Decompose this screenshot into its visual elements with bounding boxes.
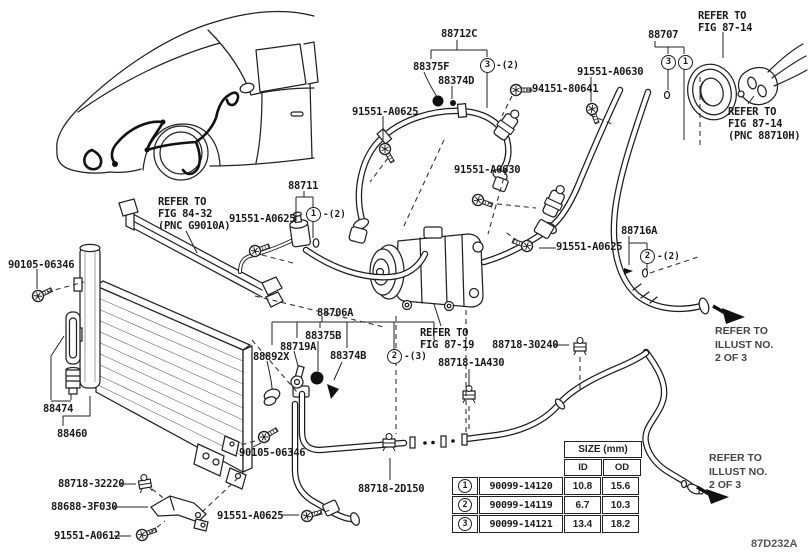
part-label-88474: 88474	[43, 403, 74, 415]
callout-circle-2-pipe: 2	[640, 249, 655, 264]
ref-note-fig87-14-top: REFER TO FIG 87-14	[698, 10, 753, 34]
callout-circle-1-pipe: 1	[678, 55, 693, 70]
small-parts	[150, 105, 571, 532]
ref-note-illust-mid: REFER TO ILLUST NO. 2 OF 3	[715, 325, 774, 364]
part-label-88688-3f030: 88688-3F030	[51, 501, 118, 513]
suction-pipe	[238, 211, 429, 281]
row2-id: 6.7	[564, 496, 601, 514]
row3-id: 13.4	[564, 515, 601, 533]
part-label-88716a: 88716A	[621, 225, 658, 237]
callout-circle-3-pipe: 3	[661, 55, 676, 70]
part-label-91551-a0625-right: 91551-A0625	[556, 241, 623, 253]
ref-note-fig87-19: REFER TO FIG 87-19	[420, 327, 475, 351]
row3-callout: 3	[458, 517, 472, 531]
part-label-88718-32220: 88718-32220	[58, 478, 125, 490]
part-label-88712c: 88712C	[441, 28, 478, 40]
part-label-91551-a0630-mid: 91551-A0630	[454, 164, 521, 176]
callout-qty-valve: -(2)	[323, 209, 346, 220]
condenser-assembly	[65, 198, 310, 490]
part-label-91551-a0625-bottom: 91551-A0625	[217, 510, 284, 522]
part-label-91551-a0630-top: 91551-A0630	[577, 66, 644, 78]
size-table-id-header: ID	[564, 459, 602, 476]
size-table-header: SIZE (mm)	[564, 441, 642, 458]
row1-part-number: 90099-14120	[479, 477, 563, 495]
assembly-dashes	[46, 77, 701, 534]
compressor	[369, 226, 484, 312]
part-label-88707: 88707	[648, 29, 679, 41]
size-table-row-3: 3 90099-14121 13.4 18.2	[452, 515, 643, 533]
callout-circle-3-hose: 3	[480, 58, 495, 73]
wire-connector	[737, 43, 808, 106]
part-label-88711: 88711	[288, 180, 319, 192]
row3-part-number: 90099-14121	[479, 515, 563, 533]
part-label-88718-1a430: 88718-1A430	[438, 357, 505, 369]
part-label-94151-80641: 94151-80641	[532, 83, 599, 95]
callout-circle-1-valve: 1	[306, 207, 321, 222]
part-label-88460: 88460	[57, 428, 88, 440]
callout-qty-pipe: -(2)	[657, 251, 680, 262]
size-table-od-header: OD	[603, 459, 641, 476]
car-sketch	[56, 10, 319, 181]
drawing-code: 87D232A	[751, 538, 798, 550]
row3-od: 18.2	[602, 515, 639, 533]
part-label-88374b: 88374B	[330, 350, 367, 362]
part-label-90105-06346-top: 90105-06346	[8, 259, 75, 271]
row1-id: 10.8	[564, 477, 601, 495]
callout-circle-2-liquid: 2	[387, 349, 402, 364]
ref-note-fig84-32: REFER TO FIG 84-32 (PNC G9010A)	[158, 196, 231, 232]
size-table: SIZE (mm) ID OD 1 90099-14120 10.8 15.6 …	[452, 441, 643, 533]
row2-od: 10.3	[602, 496, 639, 514]
part-label-88718-2d150: 88718-2D150	[358, 483, 425, 495]
part-label-88706a: 88706A	[317, 307, 354, 319]
part-label-91551-a0625-left: 91551-A0625	[229, 213, 296, 225]
row2-part-number: 90099-14119	[479, 496, 563, 514]
row1-od: 15.6	[602, 477, 639, 495]
row1-callout: 1	[458, 479, 472, 493]
mount-bracket-88688	[150, 495, 207, 523]
callout-qty-hose: -(2)	[496, 60, 519, 71]
part-label-88719a: 88719A	[280, 341, 317, 353]
part-label-88375b: 88375B	[305, 330, 342, 342]
row2-callout: 2	[458, 498, 472, 512]
part-label-90105-06346-bottom: 90105-06346	[239, 447, 306, 459]
part-label-88374d: 88374D	[438, 75, 475, 87]
discharge-hose	[348, 95, 512, 244]
part-label-88375f: 88375F	[413, 61, 450, 73]
size-table-row-1: 1 90099-14120 10.8 15.6	[452, 477, 643, 495]
callout-qty-liquid: -(3)	[404, 351, 427, 362]
part-label-88892x: 88892X	[253, 351, 290, 363]
part-label-88718-30240: 88718-30240	[492, 339, 559, 351]
part-label-91551-a0625-top: 91551-A0625	[352, 106, 419, 118]
part-label-91551-a0612: 91551-A0612	[54, 530, 121, 542]
leader-lines	[36, 32, 755, 537]
ref-note-fig87-14-pnc: REFER TO FIG 87-14 (PNC 88710H)	[728, 106, 801, 142]
size-table-row-2: 2 90099-14119 6.7 10.3	[452, 496, 643, 514]
cooler-pipes-right	[480, 86, 745, 504]
ref-note-illust-bottom: REFER TO ILLUST NO. 2 OF 3	[709, 452, 768, 491]
